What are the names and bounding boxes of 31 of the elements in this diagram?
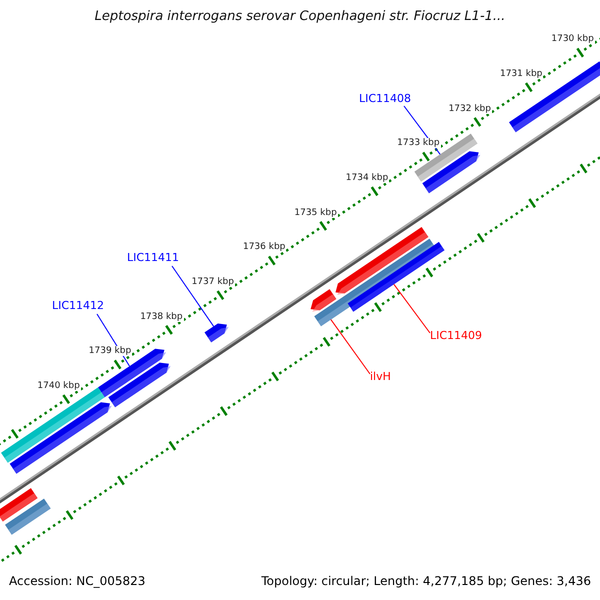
leader-line (330, 319, 370, 374)
gene-feature-bar (348, 242, 444, 312)
gene-feature-bar (5, 498, 51, 535)
gene-feature-bar (10, 402, 112, 474)
gene-feature-bar (422, 151, 480, 194)
gene-feature-bar (0, 488, 38, 522)
title: Leptospira interrogans serovar Copenhageni str. Fiocruz L1-1... (94, 9, 506, 24)
scale-label: 1731 kbp (498, 69, 544, 80)
scale-label: 1732 kbp (448, 104, 492, 114)
scale-label: 1730 kbp (550, 34, 595, 44)
scale-label: 1739 kbp (88, 346, 132, 356)
gene-feature-bar (336, 227, 428, 295)
leader-line (172, 266, 214, 327)
gene-feature-bar (310, 289, 336, 312)
scale-label: 1736 kbp (242, 242, 286, 252)
gene-label: ilvH (370, 370, 391, 383)
scale-label: 1733 kbp (396, 138, 441, 148)
gene-label: LIC11408 (359, 92, 412, 105)
gene-feature-bar (204, 324, 229, 342)
scale-label: 1738 kbp (139, 312, 184, 322)
gene-label: LIC11411 (127, 251, 180, 264)
footer-text: Accession: NC_005823 (9, 574, 146, 588)
footer-text: Topology: circular; Length: 4,277,185 bp; Genes: 3,436 (261, 574, 591, 588)
gene-label: LIC11409 (430, 329, 482, 342)
scale-label: 1734 kbp (344, 173, 390, 184)
scale-label: 1740 kbp (36, 381, 81, 392)
leader-line (393, 284, 430, 334)
gene-label: LIC11412 (52, 299, 104, 312)
scale-label: 1735 kbp (293, 208, 338, 218)
scale-label: 1737 kbp (190, 277, 235, 288)
gene-feature-bar (108, 362, 171, 408)
